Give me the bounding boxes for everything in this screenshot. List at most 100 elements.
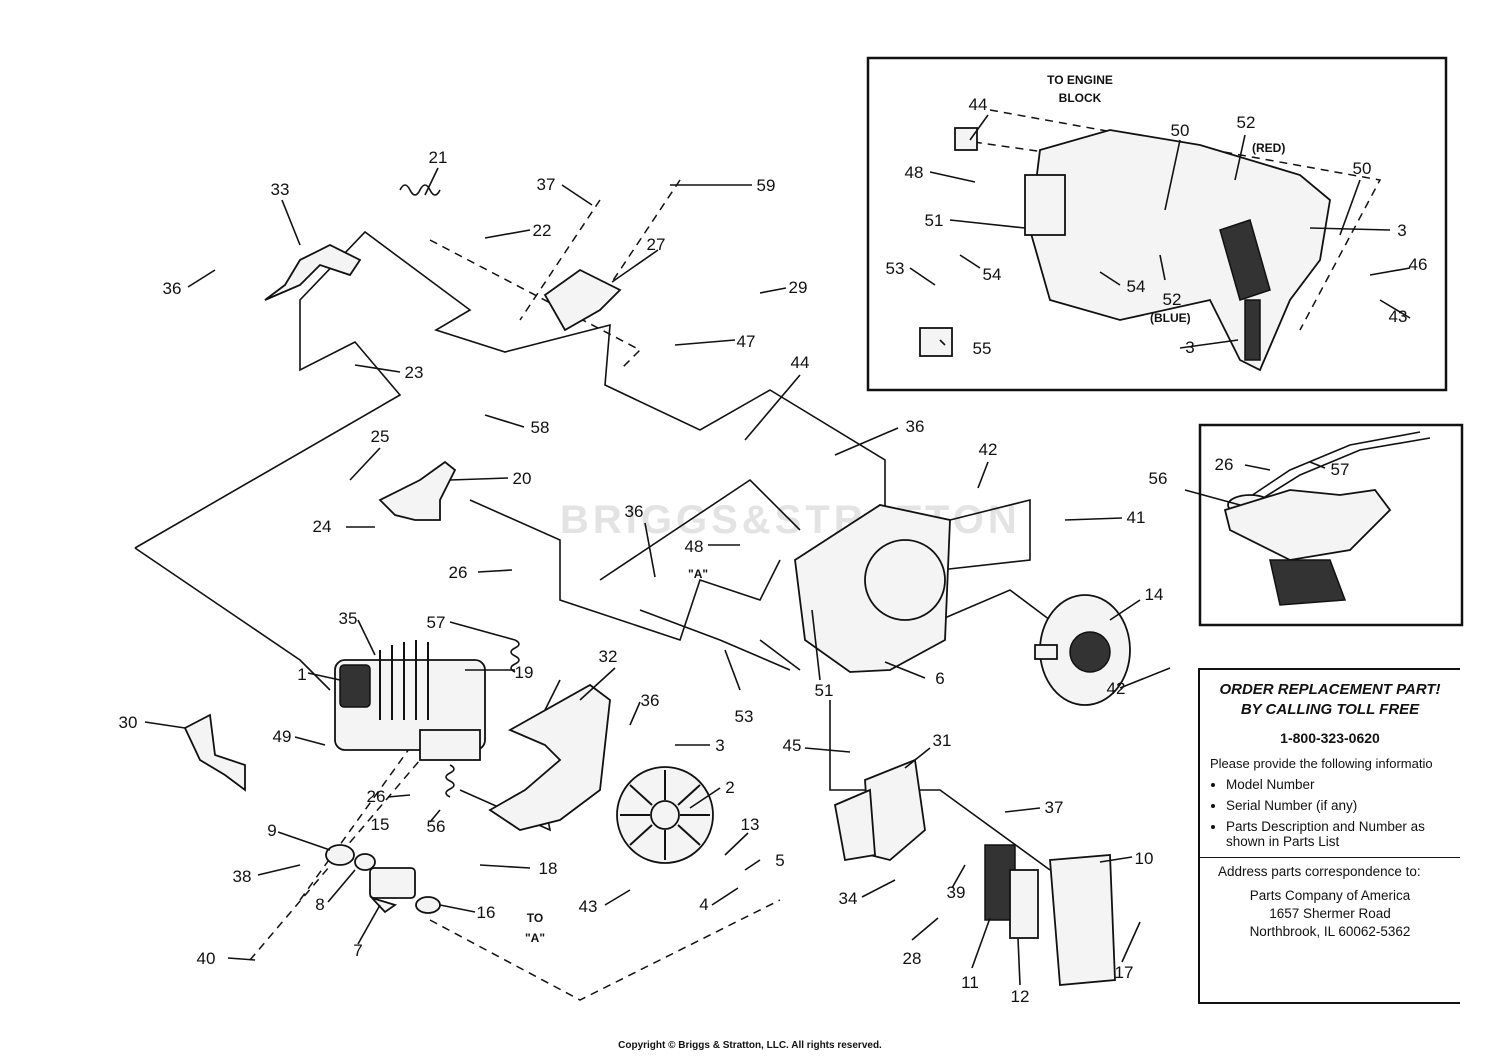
callout-55: 55 (973, 339, 992, 358)
callout-42: 42 (979, 440, 998, 459)
to-a-label-2: "A" (525, 931, 545, 945)
address-line-2: 1657 Shermer Road (1269, 906, 1391, 921)
callout-33: 33 (271, 180, 290, 199)
callout-7: 7 (353, 941, 362, 960)
callout-39: 39 (947, 883, 966, 902)
fan-housing-part (488, 683, 611, 831)
callout-24: 24 (313, 517, 332, 536)
callout-53: 53 (886, 259, 905, 278)
callout-26c: 26 (367, 787, 386, 806)
governor-spring-part (399, 184, 441, 196)
carburetor-part (325, 844, 441, 914)
callout-3: 3 (1397, 221, 1406, 240)
callout-56: 56 (1149, 469, 1168, 488)
blower-housing-part (794, 504, 951, 673)
to-engine-block-label-2: BLOCK (1059, 91, 1102, 105)
air-cleaner-part (833, 758, 1116, 986)
rewind-starter-part (1034, 594, 1131, 706)
callout-43b: 43 (579, 897, 598, 916)
callout-31: 31 (933, 731, 952, 750)
callout-23: 23 (405, 363, 424, 382)
order-heading-2: BY CALLING TOLL FREE (1240, 701, 1420, 718)
callout-44: 44 (969, 95, 988, 114)
info-item-model: Model Number (1226, 777, 1460, 792)
callout-54b: 54 (1127, 277, 1146, 296)
callout-4: 4 (699, 895, 708, 914)
ignition-inset-parts (919, 127, 1331, 372)
callout-58: 58 (531, 418, 550, 437)
callout-19: 19 (515, 663, 534, 682)
callout-35: 35 (339, 609, 358, 628)
callout-1: 1 (297, 665, 306, 684)
callout-25: 25 (371, 427, 390, 446)
callout-16: 16 (477, 903, 496, 922)
callout-54: 54 (983, 265, 1002, 284)
address-line-3: Northbrook, IL 60062-5362 (1249, 924, 1411, 939)
callout-44b: 44 (791, 353, 810, 372)
callout-21: 21 (429, 148, 448, 167)
control-bracket-part (543, 268, 622, 332)
order-replacement-box: ORDER REPLACEMENT PART! BY CALLING TOLL … (1198, 668, 1460, 1004)
callout-11: 11 (961, 973, 979, 992)
callout-59: 59 (757, 176, 776, 195)
callout-46: 46 (1409, 255, 1428, 274)
copyright-text: Copyright © Briggs & Stratton, LLC. All … (618, 1040, 882, 1051)
callout-22: 22 (533, 221, 552, 240)
red-wire-label: (RED) (1252, 141, 1285, 155)
muffler-bracket-part (264, 243, 362, 301)
callout-48b: 48 (685, 537, 704, 556)
callout-43: 43 (1389, 307, 1408, 326)
callout-leaders (144, 114, 1411, 986)
callout-52: 52 (1237, 113, 1256, 132)
callout-8: 8 (315, 895, 324, 914)
throttle-bracket-part (378, 460, 457, 521)
callout-57b: 57 (427, 613, 446, 632)
callout-27: 27 (647, 235, 666, 254)
callout-53b: 53 (735, 707, 754, 726)
callout-32: 32 (599, 647, 618, 666)
callout-15: 15 (371, 815, 390, 834)
callout-37: 37 (537, 175, 556, 194)
heat-shield-part (183, 713, 246, 792)
info-item-description: Parts Description and Number as shown in… (1226, 819, 1460, 849)
callout-2: 2 (725, 778, 734, 797)
callout-26: 26 (449, 563, 468, 582)
info-item-serial: Serial Number (if any) (1226, 798, 1460, 813)
callout-20: 20 (513, 469, 532, 488)
callout-36c: 36 (625, 502, 644, 521)
callout-45: 45 (783, 736, 802, 755)
callout-6: 6 (935, 669, 944, 688)
inset-choke-detail-box (1198, 423, 1464, 627)
inset-ignition-box (866, 56, 1448, 392)
callout-51b: 51 (815, 681, 834, 700)
callout-18: 18 (539, 859, 558, 878)
callout-30: 30 (119, 713, 138, 732)
callout-37b: 37 (1045, 798, 1064, 817)
callout-28: 28 (903, 949, 922, 968)
callout-38: 38 (233, 867, 252, 886)
callout-56b: 56 (427, 817, 446, 836)
callout-3c: 3 (715, 736, 724, 755)
flywheel-part (616, 766, 714, 864)
callout-36: 36 (163, 279, 182, 298)
callout-29: 29 (789, 278, 808, 297)
address-heading: Address parts correspondence to: (1200, 857, 1460, 879)
engine-cylinder-part (334, 640, 486, 761)
callout-9: 9 (267, 821, 276, 840)
address-block: Parts Company of America 1657 Shermer Ro… (1200, 887, 1460, 941)
spring-part (510, 639, 520, 673)
callout-41: 41 (1127, 508, 1146, 527)
callout-52b: 52 (1163, 290, 1182, 309)
info-list: Model Number Serial Number (if any) Part… (1200, 777, 1460, 849)
toll-free-phone: 1-800-323-0620 (1280, 730, 1380, 746)
callout-10: 10 (1135, 849, 1154, 868)
callout-12: 12 (1011, 987, 1030, 1006)
callout-34: 34 (839, 889, 858, 908)
callout-5: 5 (775, 851, 784, 870)
callout-3b: 3 (1185, 338, 1194, 357)
callout-36d: 36 (641, 691, 660, 710)
blue-wire-label: (BLUE) (1150, 311, 1191, 325)
provide-info-text: Please provide the following informatio (1210, 756, 1433, 771)
callout-50b: 50 (1353, 159, 1372, 178)
